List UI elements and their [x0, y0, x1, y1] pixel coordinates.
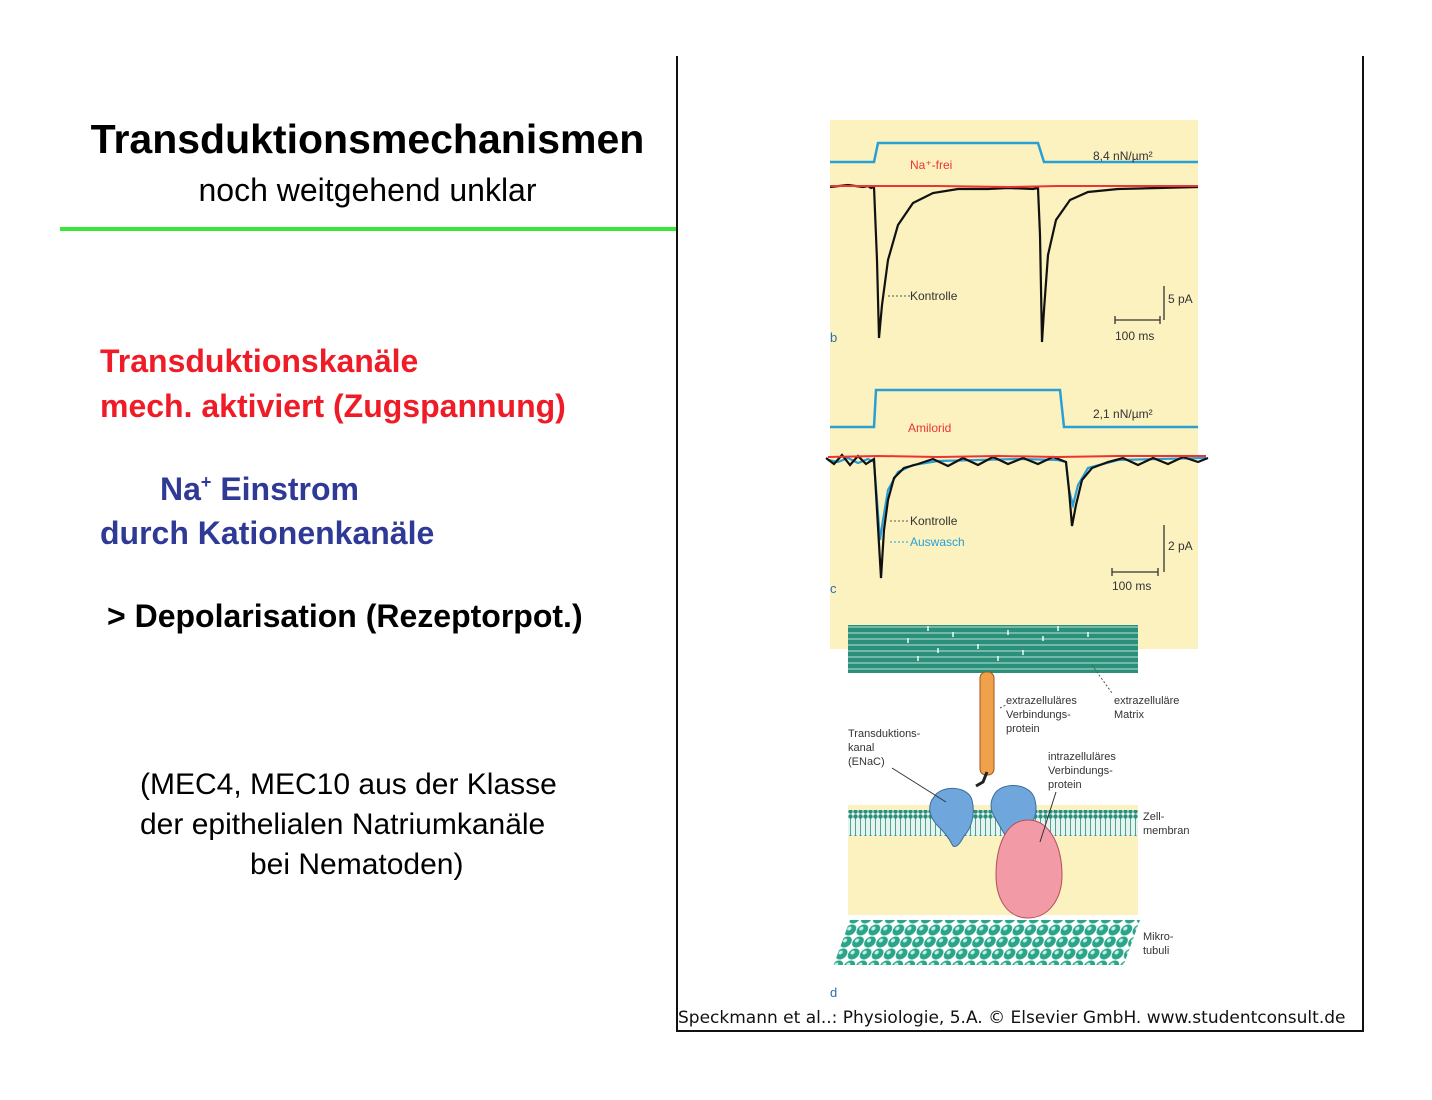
label-channel-3: (ENaC) [848, 756, 885, 768]
panel-b-control-label: Kontrolle [910, 289, 958, 303]
transduction-channel-left [929, 787, 974, 847]
panel-c-scale-bar [1111, 525, 1165, 576]
note-line-1: (MEC4, MEC10 aus der Klasse [140, 768, 557, 801]
panel-d-letter: d [830, 985, 837, 1000]
panel-c-amiloride-label: Amilorid [908, 421, 951, 435]
int-protein-leader [1039, 791, 1057, 843]
figure-left-border [676, 56, 678, 1032]
na-symbol: Na [160, 471, 201, 507]
panel-c-amiloride-trace [827, 454, 1206, 459]
label-ext-matrix-2: Matrix [1114, 709, 1144, 721]
red-line-2: mech. aktiviert (Zugspannung) [100, 388, 566, 424]
panel-b-letter: b [830, 330, 837, 345]
red-line-1: Transduktionskanäle [100, 343, 419, 379]
figure-caption: Speckmann et al..: Physiologie, 5.A. © E… [678, 1008, 1346, 1028]
panel-b-control-trace [829, 183, 1199, 343]
panel-b-stimulus-trace [830, 141, 1198, 164]
label-ext-protein-3: protein [1006, 723, 1040, 735]
panel-c-washout-label: Auswasch [910, 535, 965, 549]
label-ext-protein-1: extrazelluläres [1006, 695, 1077, 707]
panel-c-scale-x: 100 ms [1112, 579, 1151, 593]
ext-matrix-leader [1091, 664, 1113, 694]
linker-tether [975, 771, 989, 788]
panel-c-control-label: Kontrolle [910, 514, 958, 528]
note-line-2: der epithelialen Natriumkanäle [140, 808, 546, 841]
extracellular-linker-protein [979, 671, 995, 776]
blue-line-1: Na+ Einstrom [160, 471, 359, 508]
label-membrane-2: membran [1143, 825, 1189, 837]
matrix-crosslinks [907, 626, 1089, 661]
depolarisation-line: > Depolarisation (Rezeptorpot.) [107, 598, 583, 634]
note-line-3: bei Nematoden) [250, 848, 464, 881]
figure-right-border [1362, 56, 1364, 1032]
intracellular-linker-protein [995, 819, 1063, 919]
panel-b-scale-y: 5 pA [1168, 292, 1193, 306]
panel-c-background [830, 371, 1198, 649]
microtubules [833, 920, 1140, 965]
label-channel-2: kanal [848, 742, 874, 754]
panel-b-scale-x: 100 ms [1115, 329, 1154, 343]
label-microtubule-1: Mikro- [1143, 931, 1174, 943]
label-int-protein-1: intrazelluläres [1048, 751, 1116, 763]
panel-b-stimulus-label: 8,4 nN/µm² [1093, 149, 1153, 163]
panel-b-scale-bar [1114, 286, 1165, 324]
label-microtubule-2: tubuli [1143, 945, 1169, 957]
figure-svg: 8,4 nN/µm² Na⁺-frei Kontrolle 5 pA 100 m… [825, 120, 1209, 1000]
panel-c-washout-trace [827, 456, 1207, 541]
label-ext-matrix-1: extrazelluläre [1114, 695, 1179, 707]
na-charge: + [200, 472, 212, 492]
panel-c-stimulus-label: 2,1 nN/µm² [1093, 407, 1153, 421]
panel-c-letter: c [830, 581, 837, 596]
panel-c-stimulus-trace [830, 388, 1198, 429]
panel-b-nafree-label: Na⁺-frei [910, 158, 952, 172]
label-membrane-1: Zell- [1143, 811, 1165, 823]
channel-leader [891, 767, 947, 803]
panel-c: 2,1 nN/µm² Amilorid Kontrolle Auswasch 2… [825, 371, 1209, 649]
label-channel-1: Transduktions- [848, 728, 921, 740]
extracellular-matrix [848, 625, 1138, 673]
ext-protein-leader [999, 704, 1007, 709]
blue-line-2: durch Kationenkanäle [100, 515, 435, 551]
panel-b-background [830, 120, 1198, 398]
einstrom-text: Einstrom [211, 471, 359, 507]
title-underline [60, 227, 677, 231]
figure-bottom-border [676, 1030, 1364, 1032]
panel-b: 8,4 nN/µm² Na⁺-frei Kontrolle 5 pA 100 m… [829, 120, 1199, 398]
label-int-protein-3: protein [1048, 779, 1082, 791]
slide-title: Transduktionsmechanismen [90, 116, 645, 162]
panel-d: extrazelluläres Verbindungs- protein ext… [830, 625, 1189, 1000]
label-int-protein-2: Verbindungs- [1048, 765, 1113, 777]
panel-c-scale-y: 2 pA [1168, 539, 1193, 553]
slide-subtitle: noch weitgehend unklar [198, 172, 537, 208]
label-ext-protein-2: Verbindungs- [1006, 709, 1071, 721]
panel-b-nafree-trace [830, 185, 1198, 189]
